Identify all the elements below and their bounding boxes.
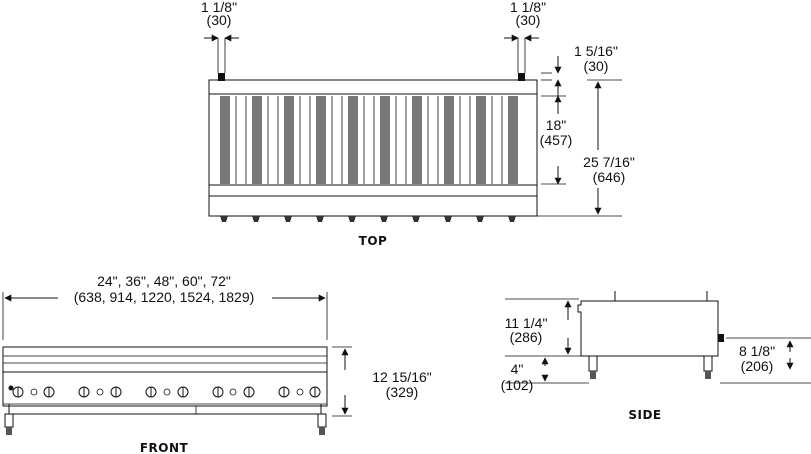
side-height-in: 8 1/8" <box>739 343 775 359</box>
right-post <box>518 73 525 81</box>
side-height-mm: (206) <box>741 358 774 374</box>
left-offset-in: 1 1/8" <box>201 0 237 15</box>
side-view-label: SIDE <box>628 408 661 422</box>
left-offset-mm: (30) <box>207 12 232 28</box>
front-left-leg <box>4 413 14 428</box>
front-height-mm: (329) <box>386 384 419 400</box>
front-outline <box>2 346 328 407</box>
front-knobs <box>8 385 321 398</box>
top-view: 1 1/8" (30) 1 1/8" (30) 1 5/16" (30) 18"… <box>201 0 635 248</box>
overall-depth-mm: (646) <box>593 169 626 185</box>
front-widths-mm: (638, 914, 1220, 1524, 1829) <box>74 289 255 305</box>
front-widths-in: 24", 36", 48", 60", 72" <box>97 273 231 289</box>
top-view-label: TOP <box>359 234 388 248</box>
right-offset-mm: (30) <box>516 12 541 28</box>
side-body-height-mm: (286) <box>510 329 543 345</box>
back-depth-mm: (30) <box>584 58 609 74</box>
left-post <box>218 73 225 81</box>
side-outline <box>577 300 719 357</box>
front-view-label: FRONT <box>140 441 189 454</box>
top-knobs <box>220 216 516 222</box>
side-knob <box>718 334 724 342</box>
side-back-leg <box>703 355 713 372</box>
top-outline <box>208 79 538 217</box>
side-leg-height-mm: (102) <box>501 377 534 393</box>
side-front-leg <box>588 355 598 372</box>
overall-depth-in: 25 7/16" <box>583 154 635 170</box>
side-body-height-in: 11 1/4" <box>505 315 548 331</box>
front-view: 24", 36", 48", 60", 72" (638, 914, 1220,… <box>2 273 432 454</box>
side-leg-height-in: 4" <box>511 361 524 377</box>
side-view: 11 1/4" (286) 4" (102) 8 1/8" (206) SIDE <box>501 291 811 422</box>
right-offset-in: 1 1/8" <box>510 0 546 15</box>
front-right-leg <box>317 413 327 428</box>
back-depth-in: 1 5/16" <box>574 43 618 59</box>
top-grates <box>220 96 518 184</box>
front-height-in: 12 15/16" <box>372 369 431 385</box>
grate-depth-in: 18" <box>546 117 567 133</box>
grate-depth-mm: (457) <box>540 132 573 148</box>
